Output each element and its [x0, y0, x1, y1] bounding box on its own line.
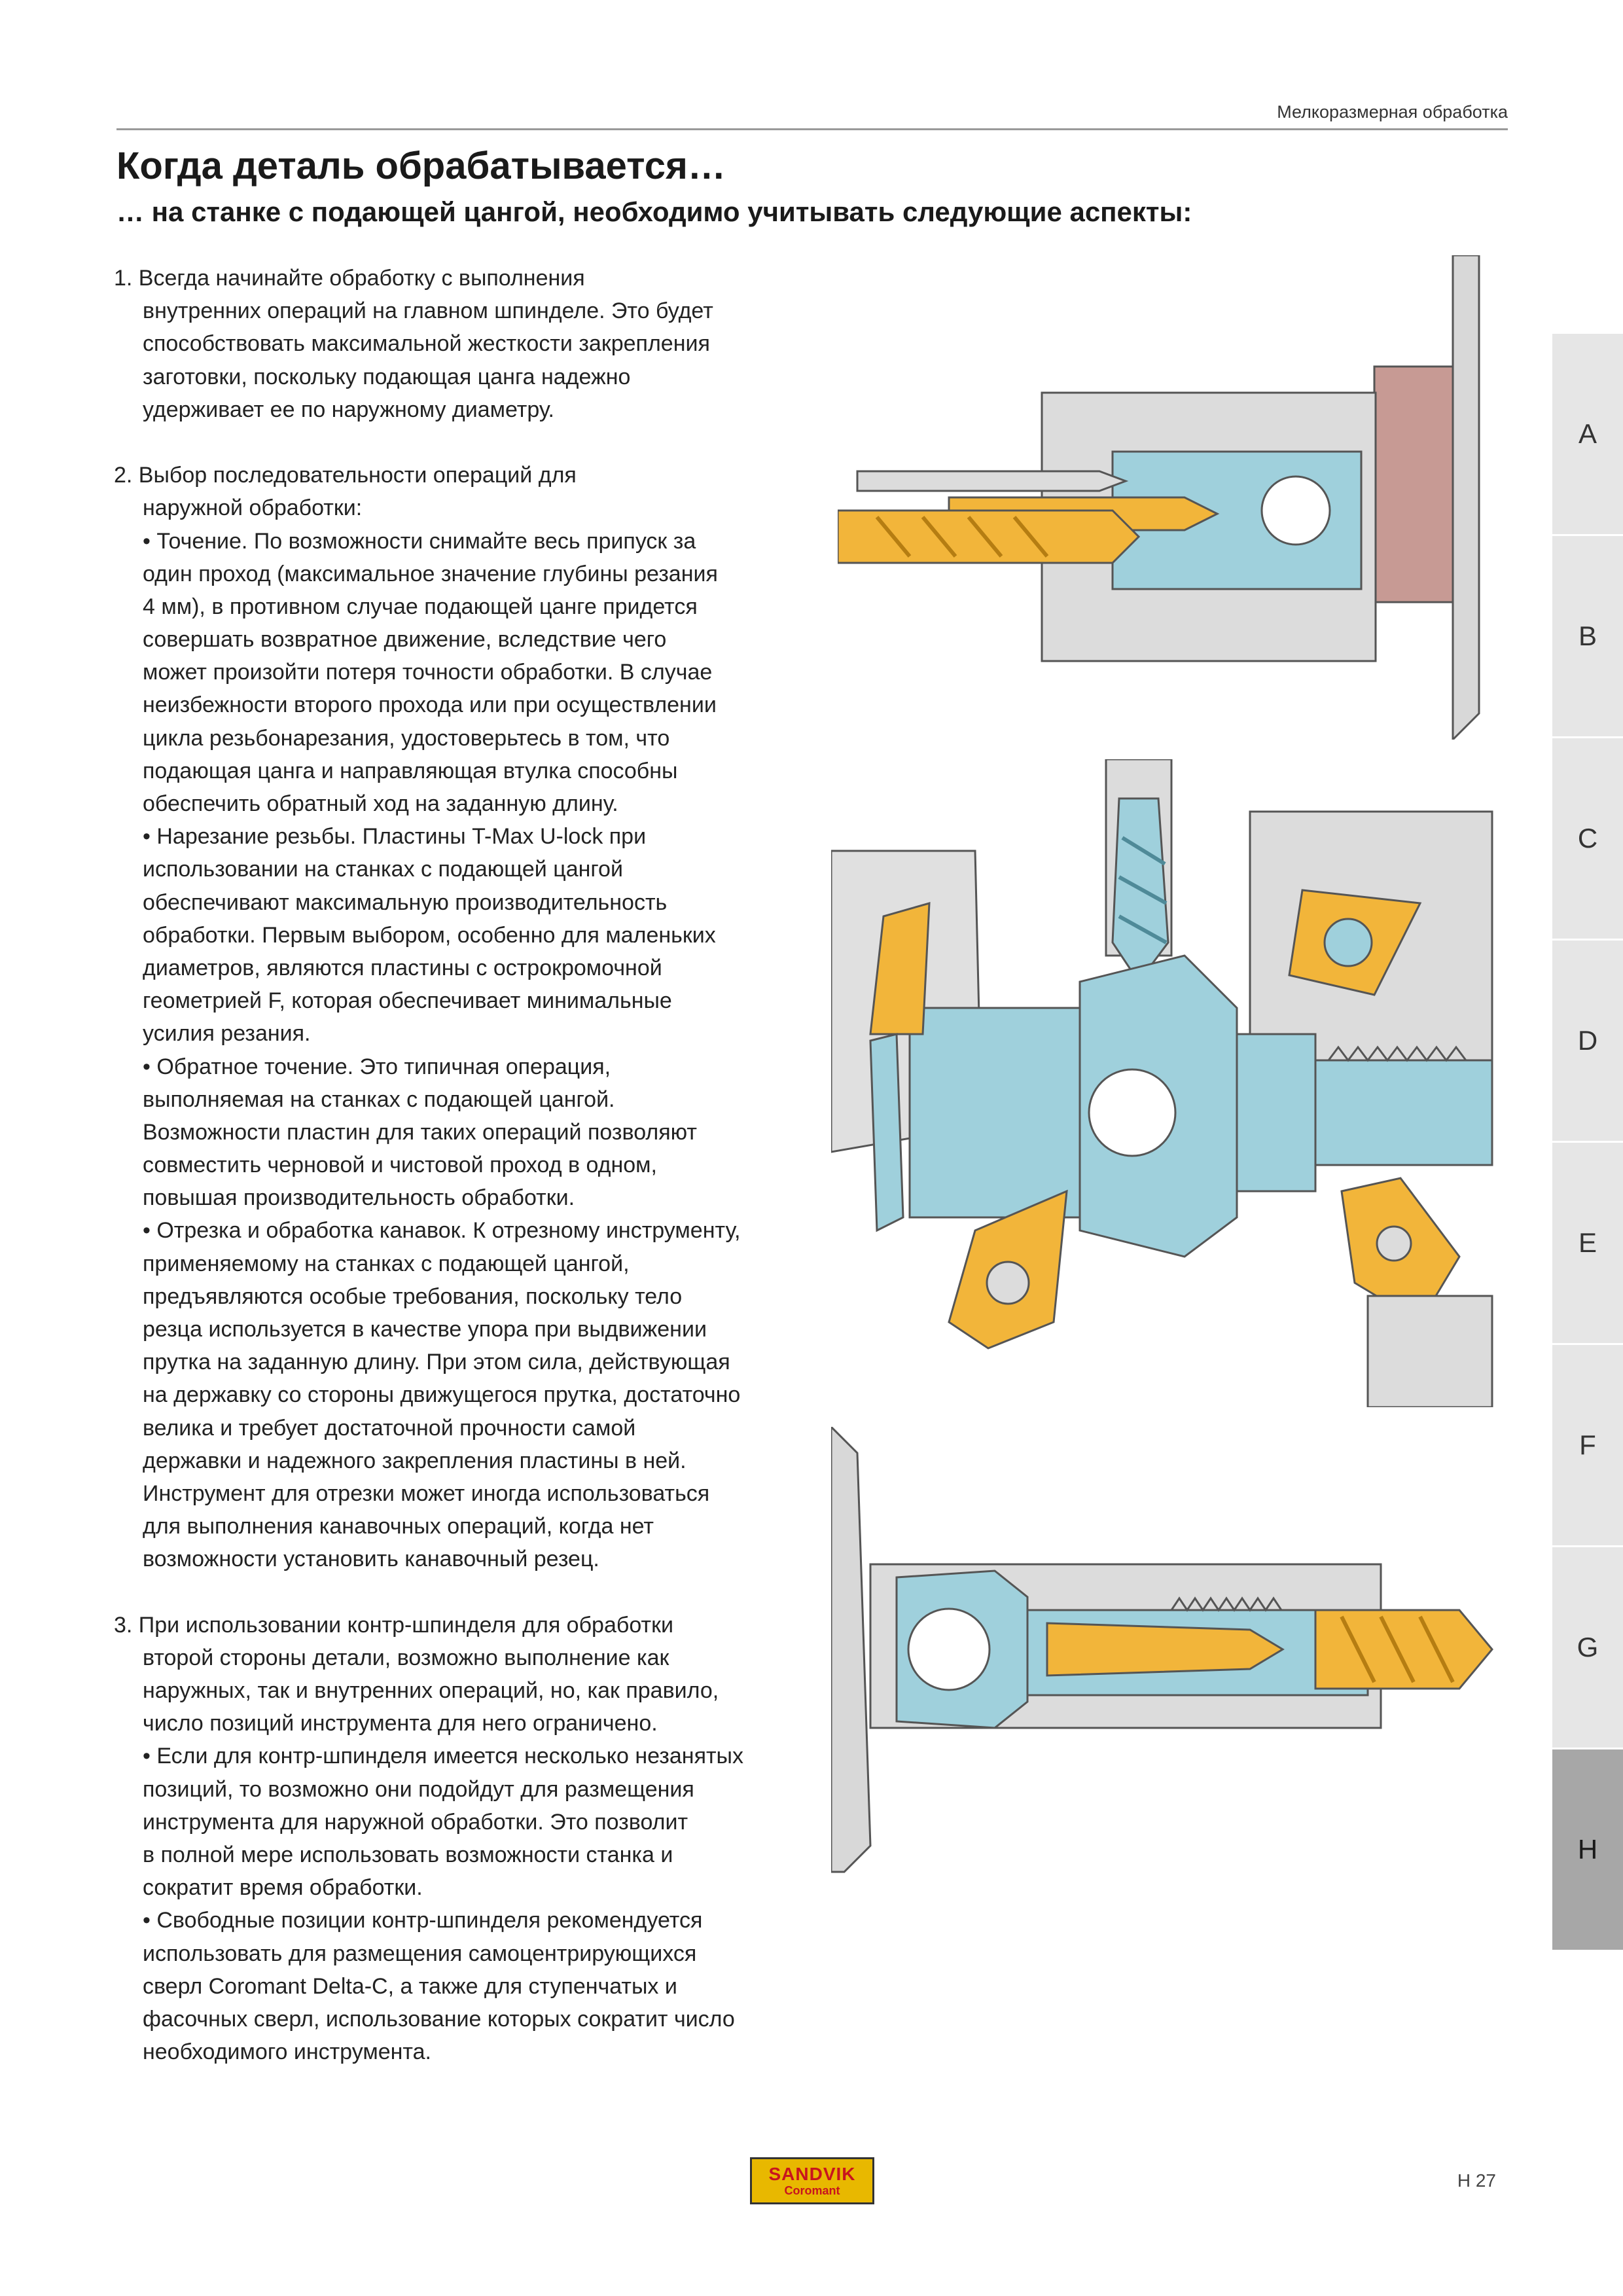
- tab-f[interactable]: F: [1552, 1345, 1623, 1547]
- body-line: совместить черновой и чистовой проход в …: [143, 1153, 658, 1178]
- body-line: [114, 1576, 801, 1609]
- body-line: державки и надежного закрепления пластин…: [143, 1448, 687, 1473]
- body-line: для выполнения канавочных операций, когд…: [143, 1514, 654, 1539]
- body-line: • Нарезание резьбы. Пластины T-Max U-loc…: [143, 824, 647, 850]
- logo-line1: SANDVIK: [768, 2164, 856, 2184]
- body-line: обеспечивают максимальную производительн…: [143, 889, 668, 915]
- body-line: способствовать максимальной жесткости за…: [143, 331, 710, 357]
- body-line: прутка на заданную длину. При этом сила,…: [143, 1350, 730, 1375]
- sandvik-coromant-logo: SANDVIK Coromant: [750, 2157, 874, 2204]
- body-line: может произойти потеря точности обработк…: [143, 660, 713, 685]
- body-line: внутренних операций на главном шпинделе.…: [143, 298, 713, 324]
- illustration-external-operations: [831, 759, 1493, 1407]
- body-line: удерживает ее по наружному диаметру.: [143, 397, 554, 422]
- tab-e[interactable]: E: [1552, 1143, 1623, 1345]
- body-line: использовать для размещения самоцентриру…: [143, 1941, 697, 1966]
- body-line: использовании на станках с подающей цанг…: [143, 857, 623, 882]
- body-line: наружных, так и внутренних операций, но,…: [143, 1678, 719, 1704]
- body-line: • Отрезка и обработка канавок. К отрезно…: [143, 1218, 741, 1244]
- body-line: 3. При использовании контр-шпинделя для …: [114, 1612, 673, 1638]
- tab-a[interactable]: A: [1552, 334, 1623, 536]
- header-rule: [116, 128, 1508, 130]
- body-line: диаметров, являются пластины с острокром…: [143, 955, 662, 980]
- body-line: заготовки, поскольку подающая цанга наде…: [143, 364, 631, 389]
- tab-g[interactable]: G: [1552, 1547, 1623, 1749]
- page-subtitle: … на станке с подающей цангой, необходим…: [116, 196, 1192, 227]
- body-line: наружной обработки:: [143, 495, 363, 521]
- body-line: усилия резания.: [143, 1021, 311, 1047]
- body-line: инструмента для наружной обработки. Это …: [143, 1809, 688, 1835]
- body-line: Возможности пластин для таких операций п…: [143, 1119, 697, 1145]
- body-line: позиций, то возможно они подойдут для ра…: [143, 1776, 694, 1802]
- body-line: 1. Всегда начинайте обработку с выполнен…: [114, 266, 585, 291]
- body-line: необходимого инструмента.: [143, 2039, 431, 2065]
- body-line: на державку со стороны движущегося прутк…: [143, 1382, 741, 1408]
- body-line: сверл Coromant Delta-C, а также для ступ…: [143, 1973, 677, 1999]
- body-line: • Если для контр-шпинделя имеется нескол…: [143, 1744, 743, 1769]
- body-line: в полной мере использовать возможности с…: [143, 1842, 673, 1867]
- body-line: 4 мм), в противном случае подающей цанге…: [143, 594, 698, 619]
- body-line: предъявляются особые требования, посколь…: [143, 1283, 683, 1309]
- body-line: число позиций инструмента для него огран…: [143, 1711, 658, 1736]
- section-title: Мелкоразмерная обработка: [1277, 102, 1508, 122]
- body-line: цикла резьбонарезания, удостоверьтесь в …: [143, 725, 670, 751]
- body-line: повышая производительность обработки.: [143, 1185, 575, 1211]
- illustration-sub-spindle: [831, 1427, 1493, 1873]
- tab-d[interactable]: D: [1552, 941, 1623, 1143]
- body-line: • Обратное точение. Это типичная операци…: [143, 1054, 611, 1079]
- section-tabs: A B C D E F G H: [1552, 334, 1623, 1952]
- tab-b[interactable]: B: [1552, 536, 1623, 738]
- illustration-internal-drilling: [838, 255, 1480, 740]
- body-line: • Точение. По возможности снимайте весь …: [143, 528, 696, 554]
- body-line: • Свободные позиции контр-шпинделя реком…: [143, 1908, 703, 1933]
- page-title: Когда деталь обрабатывается…: [116, 145, 726, 187]
- body-line: возможности установить канавочный резец.: [143, 1547, 599, 1572]
- body-line: сократит время обработки.: [143, 1875, 423, 1901]
- body-line: Инструмент для отрезки может иногда испо…: [143, 1480, 710, 1506]
- body-line: резца используется в качестве упора при …: [143, 1317, 707, 1342]
- body-line: обработки. Первым выбором, особенно для …: [143, 922, 716, 948]
- body-line: неизбежности второго прохода или при осу…: [143, 692, 717, 718]
- body-line: один проход (максимальное значение глуби…: [143, 561, 718, 586]
- tab-h[interactable]: H: [1552, 1749, 1623, 1952]
- body-line: геометрией F, которая обеспечивает миним…: [143, 988, 672, 1014]
- body-line: выполняемая на станках с подающей цангой…: [143, 1086, 615, 1112]
- body-line: обеспечить обратный ход на заданную длин…: [143, 791, 618, 816]
- body-line: велика и требует достаточной прочности с…: [143, 1415, 636, 1441]
- body-line: [114, 426, 801, 459]
- body-line: подающая цанга и направляющая втулка спо…: [143, 758, 678, 783]
- tab-c[interactable]: C: [1552, 738, 1623, 941]
- body-line: применяемому на станках с подающей цанго…: [143, 1251, 630, 1276]
- logo-line2: Coromant: [784, 2184, 840, 2197]
- body-text: 1. Всегда начинайте обработку с выполнен…: [114, 262, 801, 2068]
- body-line: фасочных сверл, использование которых со…: [143, 2006, 735, 2032]
- body-line: совершать возвратное движение, вследстви…: [143, 627, 667, 653]
- body-line: второй стороны детали, возможно выполнен…: [143, 1645, 669, 1670]
- body-line: 2. Выбор последовательности операций для: [114, 463, 577, 488]
- page-number: H 27: [1457, 2170, 1496, 2191]
